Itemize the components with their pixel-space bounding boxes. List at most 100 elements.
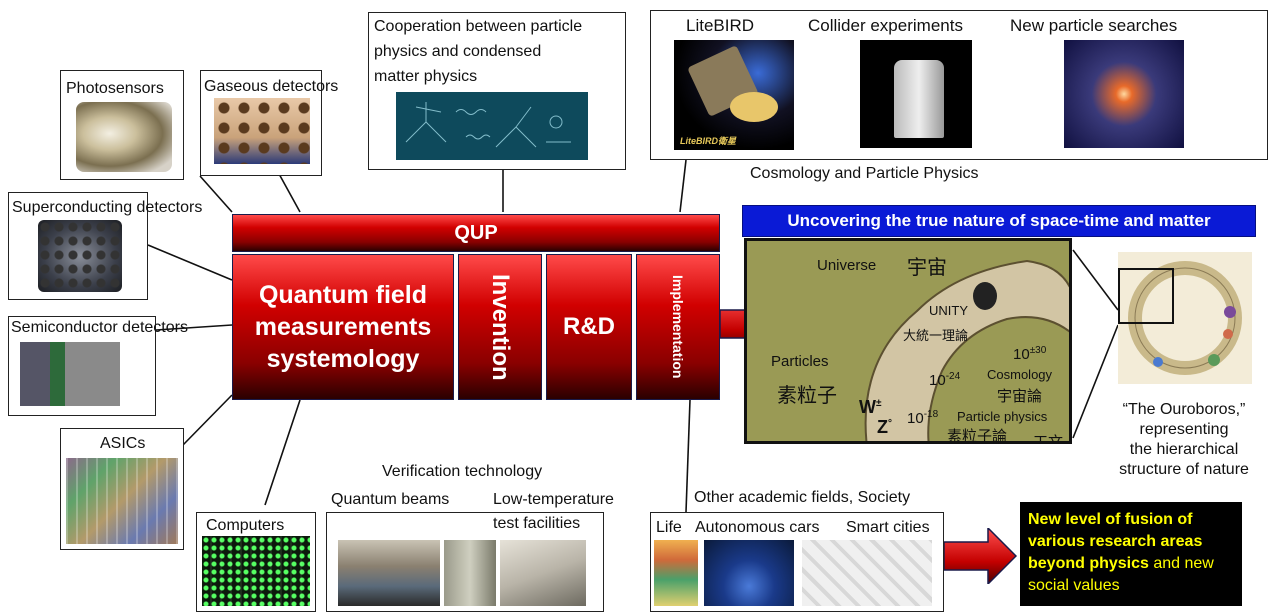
qup-label: QUP (454, 221, 498, 244)
superconducting-detector-image (38, 220, 122, 292)
new-particle-image (1064, 40, 1184, 148)
w-boson-label: W± (859, 397, 882, 418)
litebird-image: LiteBIRD衛星 (674, 40, 794, 150)
autonomous-car-image (704, 540, 794, 606)
fusion-line-4: social values (1028, 577, 1120, 594)
e24-text: 10 (929, 372, 946, 389)
litebird-disk-shape (730, 92, 778, 122)
quantum-beams-label: Quantum beams (331, 491, 450, 508)
ouroboros-ring-image (1118, 252, 1252, 384)
collider-label: Collider experiments (808, 16, 963, 35)
particles-label: Particles (771, 353, 829, 370)
ouroboros-illustration: Universe 宇宙 UNITY 大統一理論 Particles 素粒子 W±… (744, 238, 1072, 444)
ouroboros-caption-4: structure of nature (1119, 461, 1249, 478)
invention-panel: Invention (458, 254, 542, 400)
life-image (654, 540, 698, 606)
scale-1e-18-label: 10-18 (907, 409, 938, 427)
cooperation-title-2: physics and condensed (374, 43, 542, 60)
fusion-line-2: various research areas (1028, 533, 1203, 550)
implementation-label: Implementation (670, 275, 686, 379)
cosmology-jp-label: 宇宙論 (997, 388, 1043, 405)
photosensor-image (76, 102, 172, 172)
qup-bar: QUP (232, 214, 720, 252)
e30-sup: ±30 (1029, 345, 1047, 356)
fusion-line-3-rest: and new (1148, 555, 1214, 572)
ouroboros-zoom-box (1118, 268, 1174, 324)
qfms-panel: Quantum field measurements systemology (232, 254, 454, 400)
universe-jp-label: 宇宙 (907, 257, 947, 279)
smart-cities-label: Smart cities (846, 519, 930, 536)
qfms-line-1: Quantum field (258, 281, 428, 309)
w-text: W (859, 397, 876, 417)
beamline-image (444, 540, 496, 606)
w-sup: ± (876, 398, 882, 409)
semiconductor-detectors-label: Semiconductor detectors (11, 319, 188, 336)
collider-image (860, 40, 972, 148)
ouroboros-caption-1: “The Ouroboros,” (1122, 401, 1246, 418)
verification-title: Verification technology (382, 463, 543, 480)
cosmology-caption: Cosmology and Particle Physics (750, 165, 979, 182)
fusion-line-3-bold: beyond physics (1028, 555, 1149, 572)
litebird-caption: LiteBIRD衛星 (680, 136, 736, 146)
other-fields-title: Other academic fields, Society (694, 489, 911, 506)
z-boson-label: Z° (877, 417, 892, 438)
qfms-line-2: measurements (254, 313, 432, 341)
collider-detector-shape (894, 60, 944, 138)
fusion-line-1: New level of fusion of (1028, 511, 1193, 528)
ouroboros-caption: “The Ouroboros,” representing the hierar… (1104, 400, 1264, 480)
scale-1e30-label: 10±30 (1013, 345, 1046, 363)
quantum-beams-image (338, 540, 440, 606)
unity-label: UNITY (929, 303, 968, 318)
ouroboros-caption-2: representing (1139, 421, 1229, 438)
smart-city-image (802, 540, 932, 606)
semiconductor-detector-image (20, 342, 120, 406)
particles-jp-label: 素粒子 (777, 385, 837, 407)
new-particle-label: New particle searches (1010, 16, 1178, 35)
autonomous-cars-label: Autonomous cars (695, 519, 820, 536)
particle-physics-jp-label: 素粒子論 (947, 428, 1008, 444)
ouroboros-ring-icon (1128, 261, 1242, 375)
asics-image (66, 458, 178, 544)
lowtemp-label-1: Low-temperature (493, 491, 614, 508)
implementation-panel: Implementation (636, 254, 720, 400)
universe-label: Universe (817, 257, 877, 274)
superconducting-detectors-label: Superconducting detectors (12, 199, 203, 216)
fusion-line-3: beyond physics and new (1028, 553, 1234, 575)
fusion-box: New level of fusion of various research … (1020, 502, 1242, 606)
photosensors-label: Photosensors (66, 80, 164, 97)
cooperation-title-1: Cooperation between particle (374, 18, 583, 35)
partial-jp-label: 工文 (1033, 434, 1064, 444)
particle-physics-label: Particle physics (957, 409, 1048, 424)
invention-label: Invention (487, 273, 514, 381)
unity-jp-label: 大統一理論 (903, 328, 969, 343)
lowtemp-label-2: test facilities (493, 515, 581, 532)
qfms-line-3: systemology (266, 345, 420, 373)
rnd-panel: R&D (546, 254, 632, 400)
computers-label: Computers (206, 517, 285, 534)
feynman-diagram-image (396, 92, 588, 160)
gaseous-detector-image (214, 98, 310, 164)
e30-text: 10 (1013, 346, 1030, 363)
rnd-label: R&D (563, 313, 615, 340)
e18-sup: -18 (923, 409, 939, 420)
cooperation-title-3: matter physics (374, 68, 478, 85)
z-text: Z (877, 417, 888, 437)
lowtemp-facility-image (500, 540, 586, 606)
uncovering-banner: Uncovering the true nature of space-time… (742, 205, 1256, 237)
snake-body-icon (864, 259, 1069, 441)
cosmology-label: Cosmology (987, 367, 1053, 382)
asics-label: ASICs (100, 435, 146, 452)
feynman-lines-icon (405, 102, 571, 148)
e18-text: 10 (907, 410, 924, 427)
litebird-label: LiteBIRD (686, 16, 755, 35)
scale-1e-24-label: 10-24 (929, 371, 960, 389)
arrow-to-fusion-icon (944, 528, 1018, 584)
uncovering-banner-text: Uncovering the true nature of space-time… (787, 211, 1211, 230)
ouroboros-caption-3: the hierarchical (1129, 441, 1239, 458)
computers-image (202, 536, 310, 606)
gaseous-detectors-label: Gaseous detectors (204, 78, 339, 95)
life-label: Life (656, 519, 682, 536)
e24-sup: -24 (945, 371, 961, 382)
z-sup: ° (888, 418, 892, 429)
